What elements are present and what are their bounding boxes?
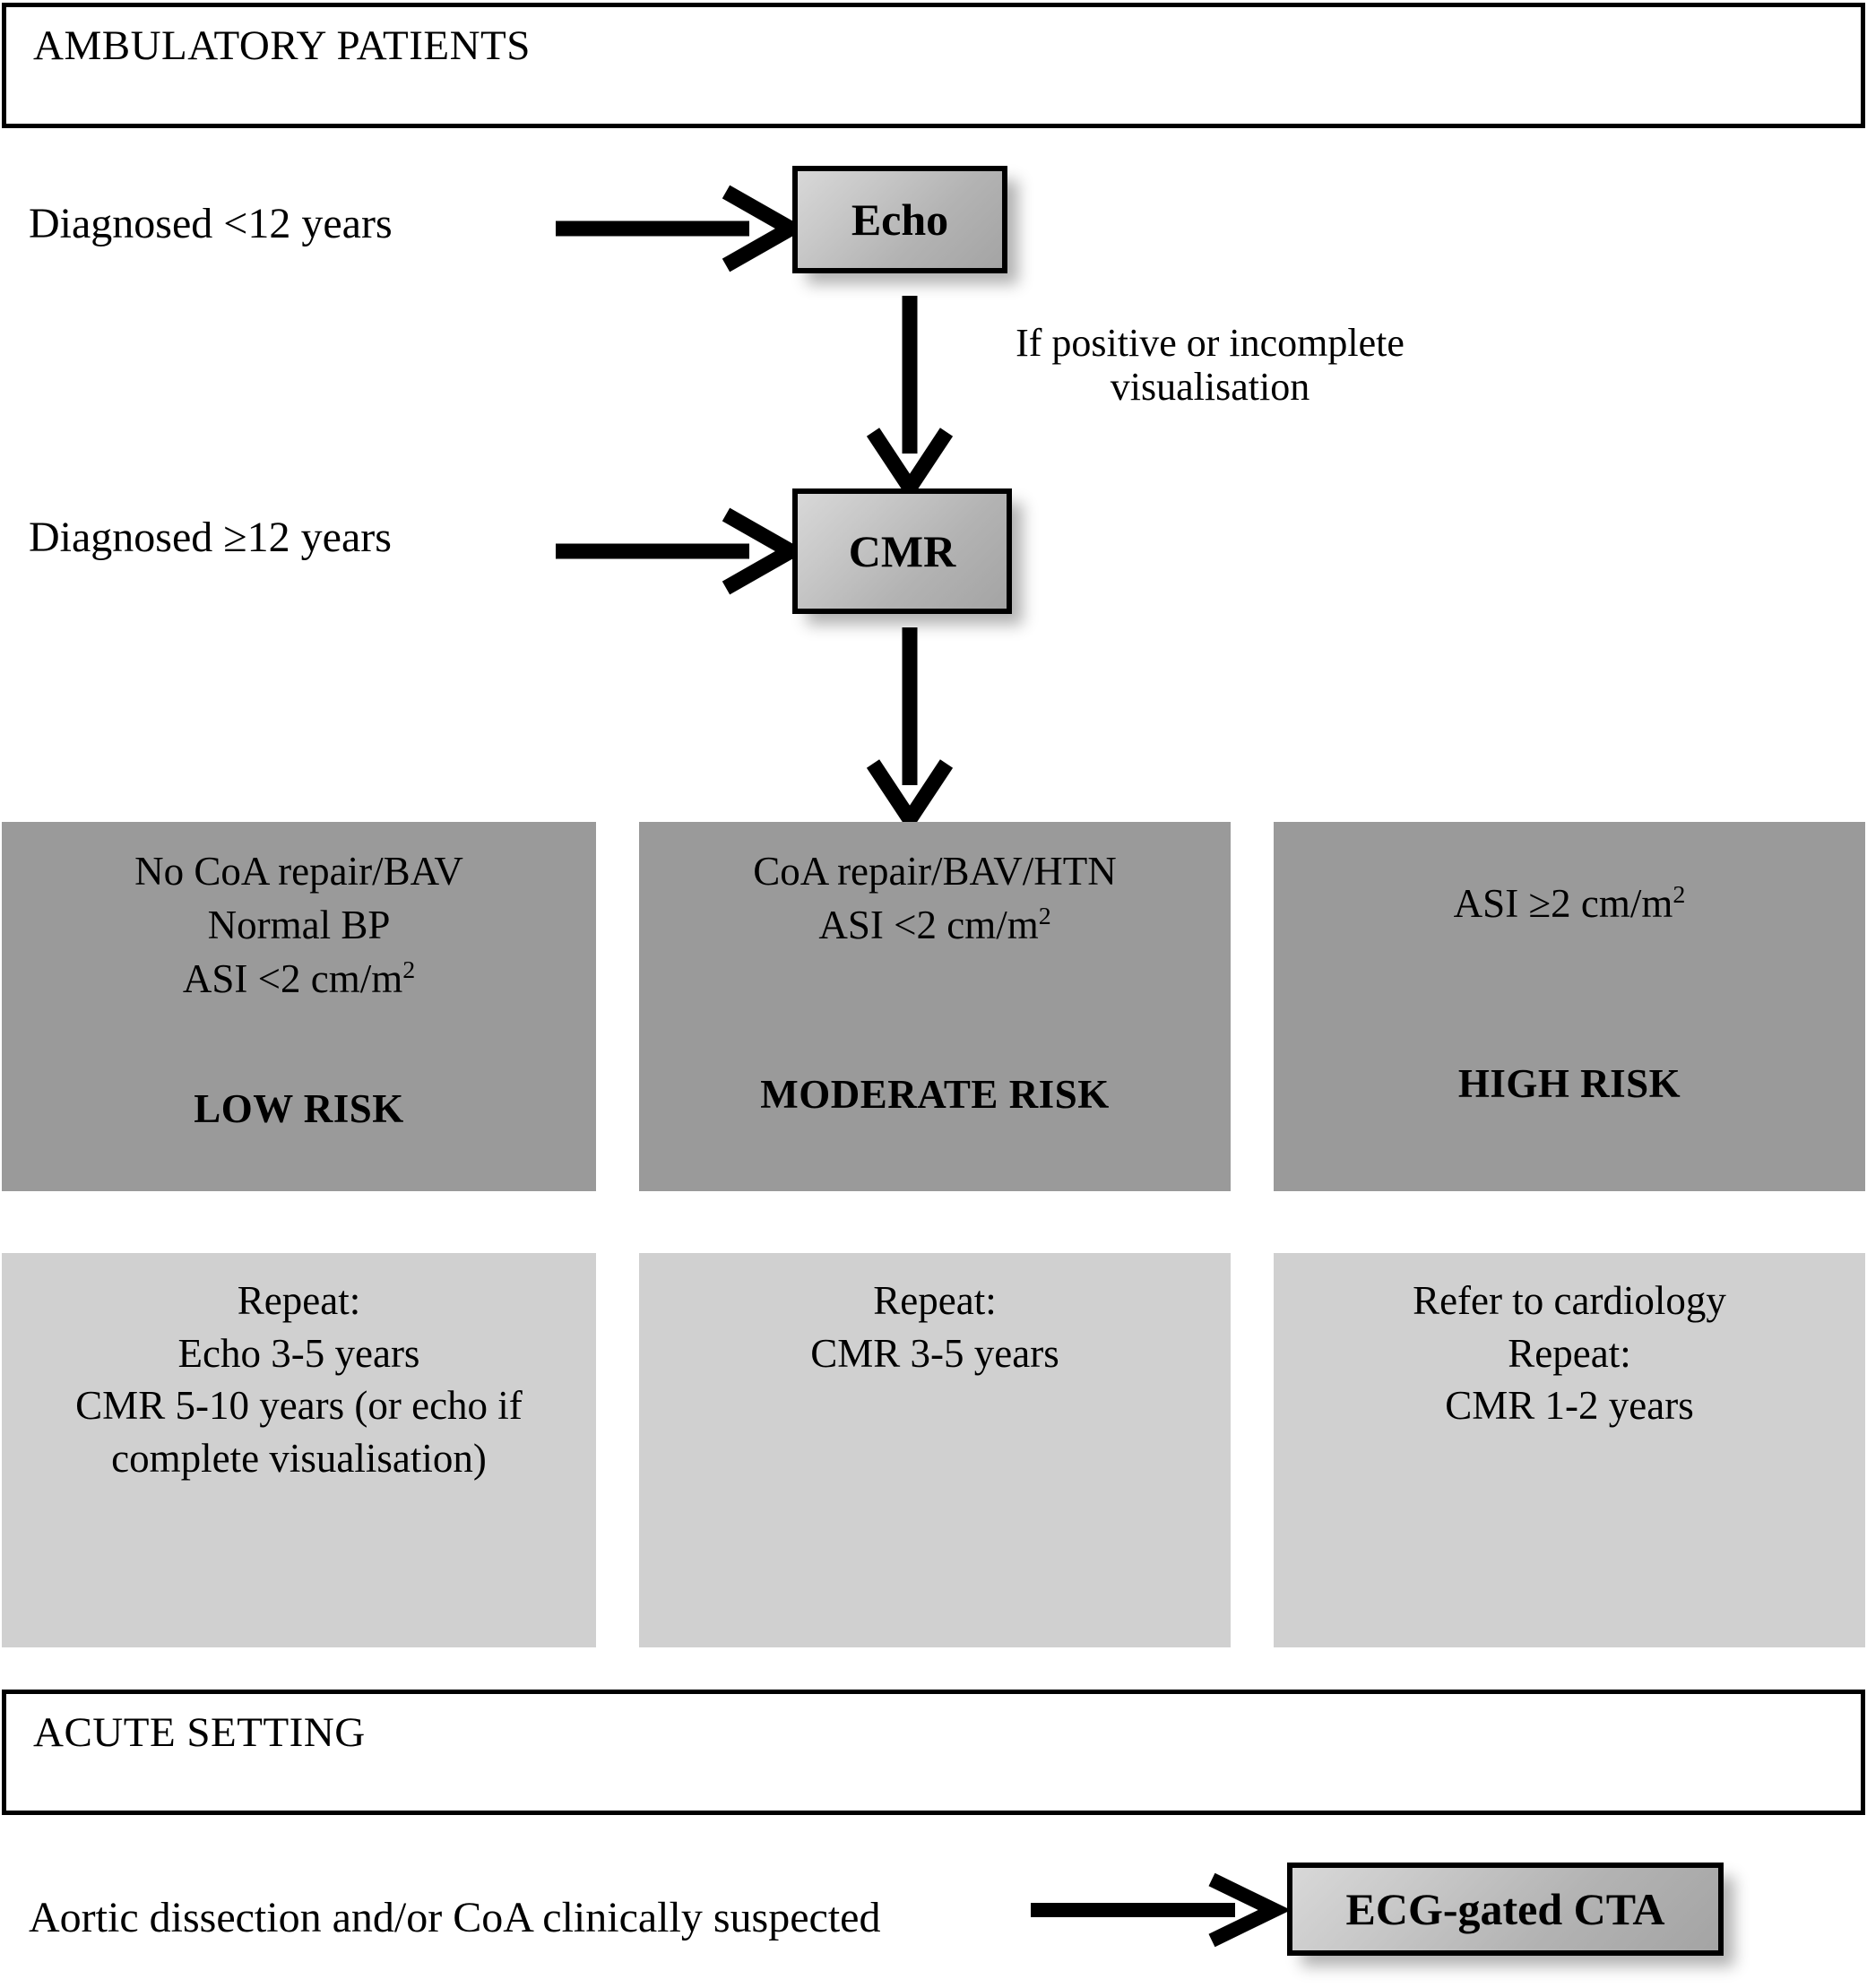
risk-level-label-low: LOW RISK [194,1085,404,1131]
risk-criteria-high: ASI ≥2 cm/m2 [1453,881,1686,926]
asi-unit-superscript: 2 [1038,902,1051,930]
arrow-echo-to-cmr-icon [860,296,959,502]
risk-criteria-low: No CoA repair/BAV Normal BP ASI <2 cm/m2 [134,849,463,1001]
acute-setting-section-banner: ACUTE SETTING [2,1690,1865,1815]
edge-annotation-if-positive-or-incomplete: If positive or incomplete visualisation [1016,321,1405,410]
asi-unit-superscript: 2 [402,955,416,984]
followup-text-high: Refer to cardiology Repeat: CMR 1-2 year… [1413,1278,1726,1428]
acute-setting-title: ACUTE SETTING [33,1709,366,1756]
process-node-cmr[interactable]: CMR [792,488,1012,614]
risk-tier-box-low: No CoA repair/BAV Normal BP ASI <2 cm/m2… [2,822,596,1191]
process-node-ecg-gated-cta-label: ECG-gated CTA [1345,1884,1665,1934]
risk-criteria-moderate: CoA repair/BAV/HTN ASI <2 cm/m2 [753,849,1117,947]
risk-tier-box-high: ASI ≥2 cm/m2 HIGH RISK [1274,822,1865,1191]
process-node-echo-label: Echo [851,194,949,245]
acute-trigger-label: Aortic dissection and/or CoA clinically … [29,1894,881,1941]
process-node-ecg-gated-cta[interactable]: ECG-gated CTA [1287,1863,1724,1956]
followup-box-low: Repeat: Echo 3-5 years CMR 5-10 years (o… [2,1253,596,1647]
process-node-echo[interactable]: Echo [792,166,1007,273]
risk-tier-box-moderate: CoA repair/BAV/HTN ASI <2 cm/m2 MODERATE… [639,822,1231,1191]
followup-text-low: Repeat: Echo 3-5 years CMR 5-10 years (o… [75,1278,523,1481]
asi-unit-superscript: 2 [1673,881,1686,909]
risk-level-label-moderate: MODERATE RISK [760,1071,1110,1117]
arrow-entry-to-cmr-icon [556,507,807,595]
followup-text-moderate: Repeat: CMR 3-5 years [810,1278,1059,1376]
arrow-entry-to-echo-icon [556,185,807,272]
process-node-cmr-label: CMR [848,526,956,576]
arrow-cmr-to-risk-stratification-icon [860,627,959,834]
entry-label-diagnosed-under-12: Diagnosed <12 years [29,200,393,247]
entry-label-diagnosed-over-12: Diagnosed ≥12 years [29,514,392,561]
followup-box-high: Refer to cardiology Repeat: CMR 1-2 year… [1274,1253,1865,1647]
ambulatory-patients-title: AMBULATORY PATIENTS [33,22,531,69]
ambulatory-patients-section-banner: AMBULATORY PATIENTS [2,3,1865,128]
risk-level-label-high: HIGH RISK [1457,1060,1681,1106]
arrow-acute-to-cta-icon [1031,1872,1292,1948]
followup-box-moderate: Repeat: CMR 3-5 years [639,1253,1231,1647]
